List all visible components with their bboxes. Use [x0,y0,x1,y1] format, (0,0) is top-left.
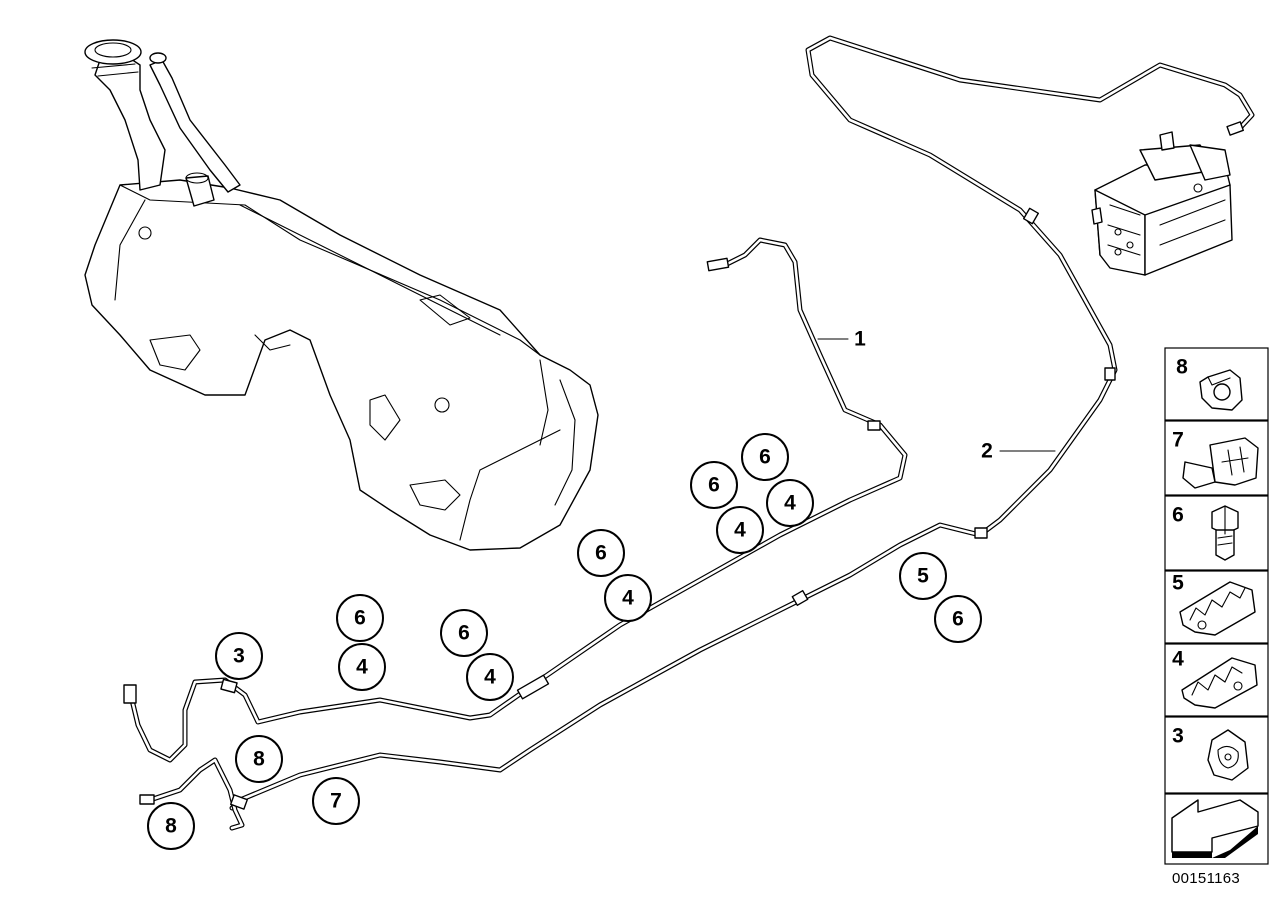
clip-8-icon [1199,369,1243,411]
legend-item-4: 4 [1164,643,1269,717]
svg-text:6: 6 [759,446,771,469]
legend-item-8: 8 [1164,347,1269,421]
direction-arrow-icon [1171,799,1259,858]
svg-text:7: 7 [330,790,342,813]
callout-8: 8 [235,735,283,783]
legend-item-5: 5 [1164,570,1269,644]
svg-text:3: 3 [1172,725,1184,748]
svg-text:3: 3 [233,645,245,668]
callout-6: 6 [934,595,982,643]
callout-4: 4 [466,653,514,701]
callout-3: 3 [215,632,263,680]
fuel-lines [123,35,1255,831]
double-pipe-clip-icon [1179,581,1256,636]
callout-4: 4 [716,506,764,554]
round-clip-icon [1207,729,1249,781]
fuel-tank-illustration [84,39,599,551]
svg-text:5: 5 [1172,572,1184,595]
callout-5: 5 [899,552,947,600]
svg-text:4: 4 [622,587,634,610]
svg-text:7: 7 [1172,429,1184,452]
svg-text:6: 6 [1172,504,1184,527]
svg-text:6: 6 [595,542,607,565]
lead-label-2: 2 [981,440,1056,463]
parts-legend: 8 7 6 [1164,347,1269,865]
legend-footer [1164,793,1269,865]
callouts: 6 6 4 4 6 4 6 4 6 4 3 8 8 7 5 6 [147,433,982,850]
callout-4: 4 [766,479,814,527]
callout-8: 8 [147,802,195,850]
callout-6: 6 [577,529,625,577]
svg-text:1: 1 [854,328,866,351]
svg-text:6: 6 [354,607,366,630]
clip-7-icon [1182,437,1259,489]
callout-7: 7 [312,777,360,825]
svg-text:6: 6 [952,608,964,631]
svg-text:4: 4 [784,492,796,515]
legend-item-6: 6 [1164,495,1269,571]
svg-text:4: 4 [356,656,368,679]
svg-text:8: 8 [253,748,265,771]
callout-6: 6 [336,594,384,642]
bolt-icon [1211,505,1239,561]
svg-text:4: 4 [1172,648,1184,671]
diagram-id: 00151163 [1172,870,1241,887]
callout-6: 6 [440,609,488,657]
svg-text:2: 2 [981,440,993,463]
legend-item-3: 3 [1164,716,1269,794]
callout-4: 4 [338,643,386,691]
callout-4: 4 [604,574,652,622]
callout-6: 6 [690,461,738,509]
legend-item-7: 7 [1164,420,1269,496]
svg-text:8: 8 [165,815,177,838]
svg-text:8: 8 [1176,356,1188,379]
svg-text:6: 6 [458,622,470,645]
lead-label-1: 1 [817,328,866,351]
svg-text:4: 4 [484,666,496,689]
carbon-canister-illustration [1091,131,1233,276]
callout-6: 6 [741,433,789,481]
pipe-clip-icon [1181,657,1258,709]
svg-text:6: 6 [708,474,720,497]
svg-text:4: 4 [734,519,746,542]
svg-text:5: 5 [917,565,929,588]
